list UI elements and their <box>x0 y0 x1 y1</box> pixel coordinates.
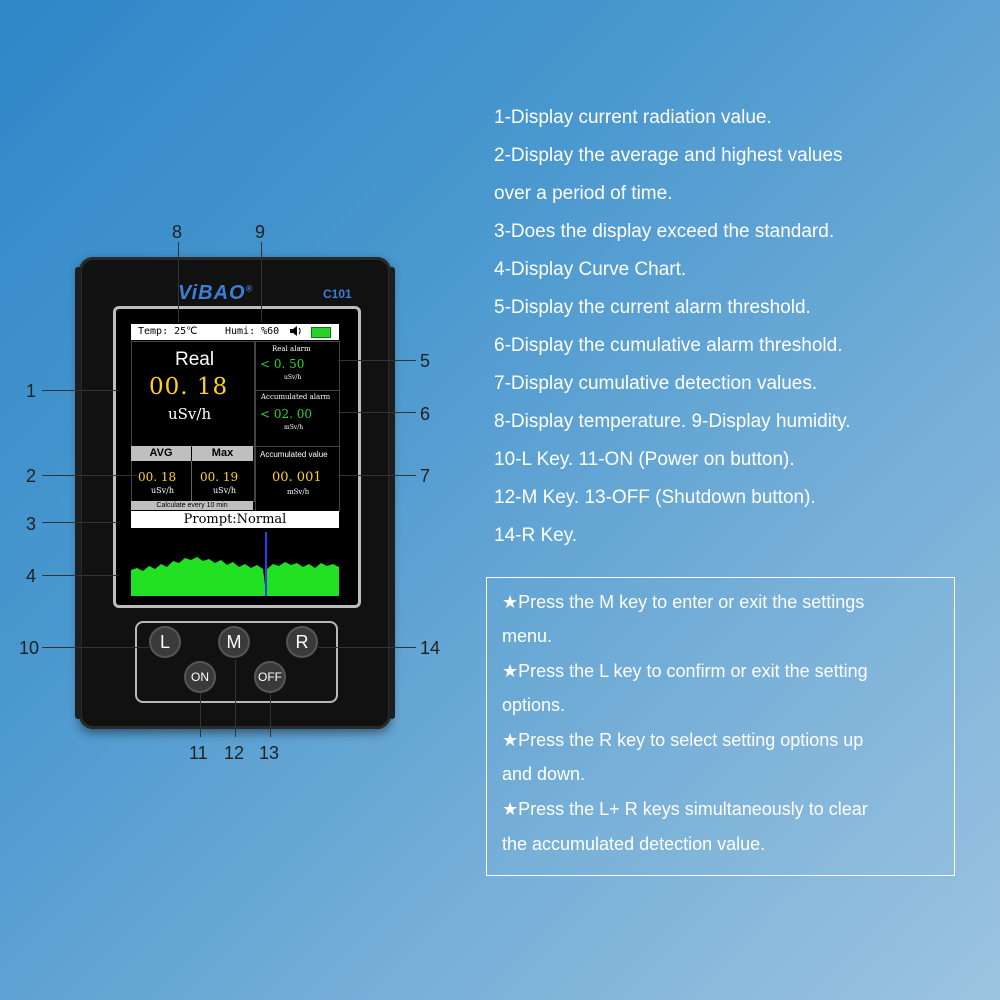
m-key-button[interactable]: M <box>218 626 250 658</box>
instructions-box <box>486 577 955 876</box>
max-label: Max <box>192 446 253 461</box>
note-line-2: menu. <box>502 626 553 646</box>
accumulated-value-label: Accumulated value <box>260 450 328 459</box>
info-line-4: 3-Does the display exceed the standard. <box>494 221 835 242</box>
leader-12 <box>235 660 236 737</box>
max-unit: uSv/h <box>213 486 236 495</box>
leader-1 <box>42 390 118 391</box>
callout-14: 14 <box>420 638 441 658</box>
callout-2: 2 <box>26 466 37 486</box>
avg-value: 00. 18 <box>138 470 177 484</box>
leader-4 <box>42 575 118 576</box>
real-value-panel <box>131 341 255 447</box>
temperature-readout: Temp: 25℃ <box>138 326 198 337</box>
avg-max-divider <box>191 461 192 501</box>
callout-12: 12 <box>224 743 245 763</box>
real-title: Real <box>175 349 215 370</box>
max-value: 00. 19 <box>200 470 239 484</box>
info-line-7: 6-Display the cumulative alarm threshold… <box>494 335 843 356</box>
real-alarm-unit: uSv/h <box>284 374 302 381</box>
accumulated-value: 00. 001 <box>272 470 322 485</box>
note-line-8: the accumulated detection value. <box>502 834 766 854</box>
avg-unit: uSv/h <box>151 486 174 495</box>
curve-chart <box>131 530 339 596</box>
real-alarm-value: < 0. 50 <box>260 357 305 371</box>
r-key-button[interactable]: R <box>286 626 318 658</box>
callout-3: 3 <box>26 514 37 534</box>
info-line-3: over a period of time. <box>494 183 673 204</box>
info-line-5: 4-Display Curve Chart. <box>494 259 687 280</box>
callout-7: 7 <box>420 466 431 486</box>
leader-6 <box>338 412 416 413</box>
real-unit: uSv/h <box>168 405 212 423</box>
off-button[interactable]: OFF <box>254 661 286 693</box>
l-key-button[interactable]: L <box>149 626 181 658</box>
model-label: C101 <box>323 287 352 301</box>
calculate-note: Calculate every 10 min <box>131 501 253 510</box>
leader-11 <box>200 693 201 737</box>
real-alarm-label: Real alarm <box>272 345 311 353</box>
accumulated-unit: mSv/h <box>287 488 310 496</box>
callout-13: 13 <box>259 743 280 763</box>
leader-9 <box>261 242 262 322</box>
callout-11: 11 <box>189 743 208 763</box>
humidity-readout: Humi: %60 <box>225 326 280 337</box>
info-line-12: 14-R Key. <box>494 525 578 546</box>
accumulated-alarm-value: < 02. 00 <box>260 407 313 421</box>
callout-6: 6 <box>420 404 431 424</box>
info-line-11: 12-M Key. 13-OFF (Shutdown button). <box>494 487 816 508</box>
callout-10: 10 <box>19 638 40 658</box>
note-line-3: ★Press the L key to confirm or exit the … <box>502 661 868 681</box>
real-radiation-value: 00. 18 <box>149 374 229 400</box>
curve-area <box>131 557 339 596</box>
note-line-1: ★Press the M key to enter or exit the se… <box>502 592 865 612</box>
note-line-4: options. <box>502 695 566 715</box>
leader-5 <box>338 360 416 361</box>
leader-10 <box>42 647 149 648</box>
leader-8 <box>178 242 179 322</box>
leader-3 <box>42 522 118 523</box>
note-line-6: and down. <box>502 764 586 784</box>
callout-9: 9 <box>255 222 266 242</box>
side-rail-right <box>389 267 395 719</box>
note-line-7: ★Press the L+ R keys simultaneously to c… <box>502 799 868 819</box>
leader-13 <box>270 693 271 737</box>
info-line-1: 1-Display current radiation value. <box>494 107 772 128</box>
prompt-status: Prompt:Normal <box>131 511 339 528</box>
info-line-6: 5-Display the current alarm threshold. <box>494 297 811 318</box>
alarm-panel <box>255 341 340 447</box>
on-button[interactable]: ON <box>184 661 216 693</box>
side-rail-left <box>75 267 81 719</box>
battery-icon <box>311 327 331 338</box>
leader-14 <box>318 647 416 648</box>
avg-label: AVG <box>131 446 191 461</box>
brand-logo: ViBAO® <box>178 282 254 304</box>
leader-2 <box>42 475 137 476</box>
speaker-icon <box>289 325 303 340</box>
keypad-panel <box>135 621 338 703</box>
accumulated-alarm-label: Accumulated alarm <box>261 393 331 401</box>
callout-5: 5 <box>420 351 431 371</box>
alarm-divider <box>255 390 340 391</box>
info-line-2: 2-Display the average and highest values <box>494 145 843 166</box>
callout-8: 8 <box>172 222 183 242</box>
callout-1: 1 <box>26 381 37 401</box>
info-line-8: 7-Display cumulative detection values. <box>494 373 818 394</box>
status-bar: Temp: 25℃ Humi: %60 <box>131 324 339 340</box>
info-line-9: 8-Display temperature. 9-Display humidit… <box>494 411 851 432</box>
info-line-10: 10-L Key. 11-ON (Power on button). <box>494 449 795 470</box>
note-line-5: ★Press the R key to select setting optio… <box>502 730 864 750</box>
callout-4: 4 <box>26 566 37 586</box>
leader-7 <box>338 475 416 476</box>
accumulated-alarm-unit: mSv/h <box>284 424 304 431</box>
